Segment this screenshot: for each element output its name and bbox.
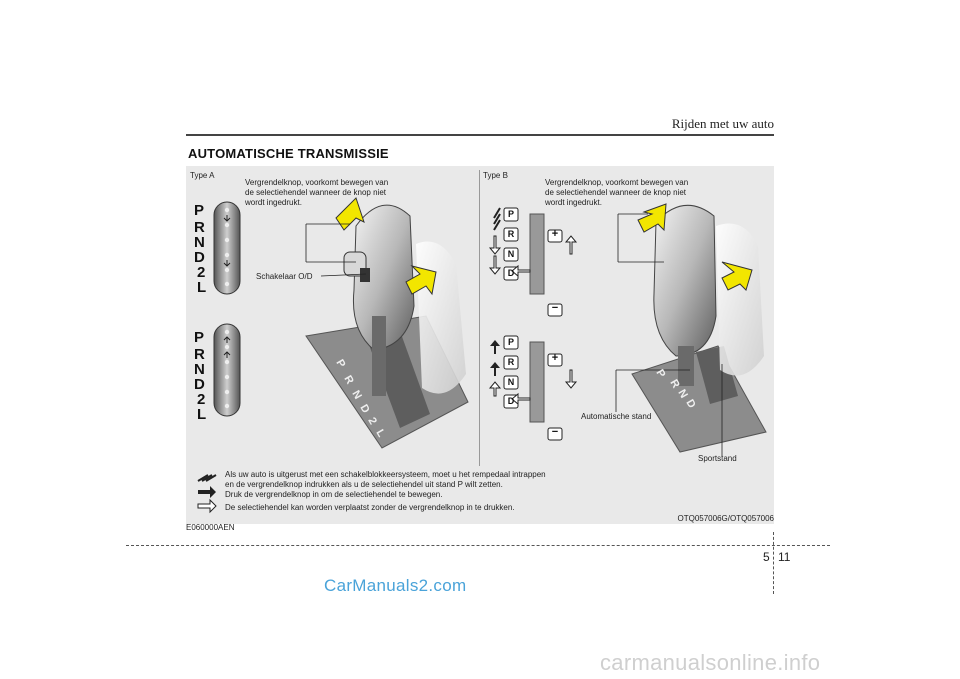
- hatched-arrow-icon: [197, 474, 217, 482]
- minus-button-bottom: −: [551, 426, 559, 438]
- type-b-shifter: [615, 203, 767, 456]
- automatic-position-callout: Automatische stand: [581, 412, 652, 421]
- section-title: AUTOMATISCHE TRANSMISSIE: [188, 146, 389, 161]
- outline-arrow-icon: [197, 498, 217, 514]
- type-b-selector-top: [488, 207, 578, 317]
- page-corner-rule: [773, 532, 774, 594]
- type-a-label: Type A: [190, 171, 215, 180]
- plus-button-top: +: [551, 228, 559, 240]
- type-b-selector-bottom: [488, 335, 578, 441]
- plus-button-bottom: +: [551, 352, 559, 364]
- chapter-number: 5: [763, 550, 770, 564]
- watermark-carmanuals2: CarManuals2.com: [324, 576, 467, 595]
- legend-text: Als uw auto is uitgerust met een schakel…: [225, 470, 546, 512]
- type-a-strip-bottom: [213, 323, 241, 417]
- figure-illustration: P R N D 2 L: [213, 197, 767, 456]
- footer-rule: [126, 545, 830, 546]
- gate-letter-a-2: 2: [365, 416, 378, 427]
- legend-arrows: [197, 474, 217, 514]
- minus-button-top: −: [551, 302, 559, 314]
- sport-position-callout: Sportstand: [698, 454, 737, 463]
- chapter-title: Rijden met uw auto: [671, 116, 774, 131]
- solid-arrow-icon: [198, 486, 216, 498]
- header-rule: [186, 134, 774, 136]
- type-b-gear-labels-top: P R N D: [507, 209, 515, 278]
- reference-code: E060000AEN: [186, 523, 235, 532]
- type-b-lock-callout: Vergrendelknop, voorkomt bewegen van de …: [545, 178, 689, 207]
- type-b-label: Type B: [483, 171, 508, 180]
- figure-divider: [479, 170, 480, 466]
- page-number: 11: [778, 550, 791, 564]
- type-a-lock-callout: Vergrendelknop, voorkomt bewegen van de …: [245, 178, 389, 207]
- type-b-gear-labels-bottom: P R N D: [507, 337, 515, 406]
- image-code: OTQ057006G/OTQ057006: [677, 514, 775, 523]
- type-a-strip-top: [213, 201, 241, 295]
- type-a-shifter: [305, 197, 469, 449]
- watermark-carmanualsonline: carmanualsonline.info: [600, 650, 821, 675]
- od-switch-callout: Schakelaar O/D: [256, 272, 313, 281]
- type-a-gear-column-bottom: P R N D 2 L: [194, 329, 207, 423]
- type-a-gear-column-top: P R N D 2 L: [194, 202, 207, 296]
